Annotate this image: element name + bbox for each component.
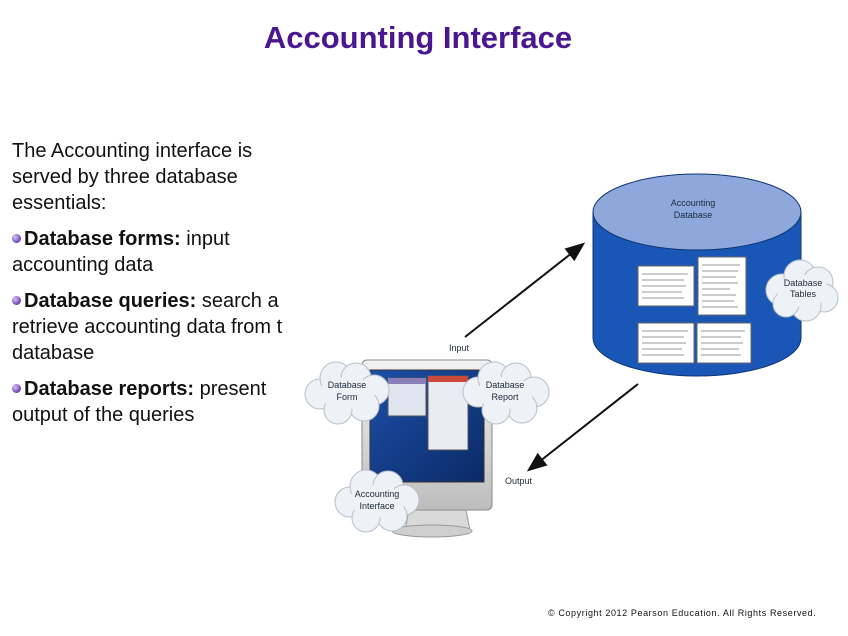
form-label-1: Database xyxy=(328,380,367,390)
bullet-queries-text-2: retrieve accounting data from t xyxy=(12,316,283,338)
bullet-reports-text-2: output of the queries xyxy=(12,404,195,426)
database-label-2: Database xyxy=(674,210,713,220)
bullet-reports-label: Database reports: xyxy=(24,378,195,400)
table-thumbnail-1 xyxy=(637,265,695,307)
tables-label-1: Database xyxy=(784,278,823,288)
bullet-forms: Database forms: input accounting data xyxy=(12,226,308,278)
accounting-interface-cloud: Accounting Interface xyxy=(334,469,420,533)
intro-paragraph: The Accounting interface is served by th… xyxy=(12,138,308,216)
bullet-queries-text-1: search a xyxy=(196,290,279,312)
bullet-queries: Database queries: search a retrieve acco… xyxy=(12,288,308,366)
form-label-2: Form xyxy=(337,392,358,402)
bullet-queries-text-3: database xyxy=(12,342,95,364)
bullet-icon xyxy=(12,234,21,243)
input-arrow xyxy=(464,242,586,338)
database-tables-cloud: Database Tables xyxy=(765,259,839,322)
output-arrow xyxy=(526,383,639,472)
bullet-forms-label: Database forms: xyxy=(24,228,181,250)
bullet-reports-text-1: present xyxy=(194,378,267,400)
intro-line-3: essentials: xyxy=(12,192,107,214)
database-cylinder: Accounting Database xyxy=(592,173,802,377)
bullet-forms-text-1: input xyxy=(180,228,230,250)
bullet-reports: Database reports: present output of the … xyxy=(12,376,308,428)
description-text: The Accounting interface is served by th… xyxy=(12,138,308,438)
table-thumbnail-2 xyxy=(697,256,747,316)
page-title: Accounting Interface xyxy=(263,20,573,55)
database-form-cloud: Database Form xyxy=(304,361,390,425)
interface-label-2: Interface xyxy=(359,501,394,511)
bullet-icon xyxy=(12,296,21,305)
table-thumbnail-4 xyxy=(696,322,752,364)
bullet-forms-text-2: accounting data xyxy=(12,254,154,276)
interface-label-1: Accounting xyxy=(355,489,400,499)
copyright-notice: © Copyright 2012 Pearson Education. All … xyxy=(548,608,817,618)
bullet-queries-label: Database queries: xyxy=(24,290,197,312)
database-report-cloud: Database Report xyxy=(462,361,550,425)
input-label: Input xyxy=(449,343,470,353)
bullet-icon xyxy=(12,384,21,393)
table-thumbnail-3 xyxy=(637,322,695,364)
intro-line-2: served by three database xyxy=(12,166,238,188)
output-label: Output xyxy=(505,476,533,486)
report-label-1: Database xyxy=(486,380,525,390)
tables-label-2: Tables xyxy=(790,289,817,299)
database-label-1: Accounting xyxy=(671,198,716,208)
accounting-diagram: Accounting Database xyxy=(304,173,839,538)
intro-line-1: The Accounting interface is xyxy=(12,140,253,162)
report-label-2: Report xyxy=(491,392,519,402)
